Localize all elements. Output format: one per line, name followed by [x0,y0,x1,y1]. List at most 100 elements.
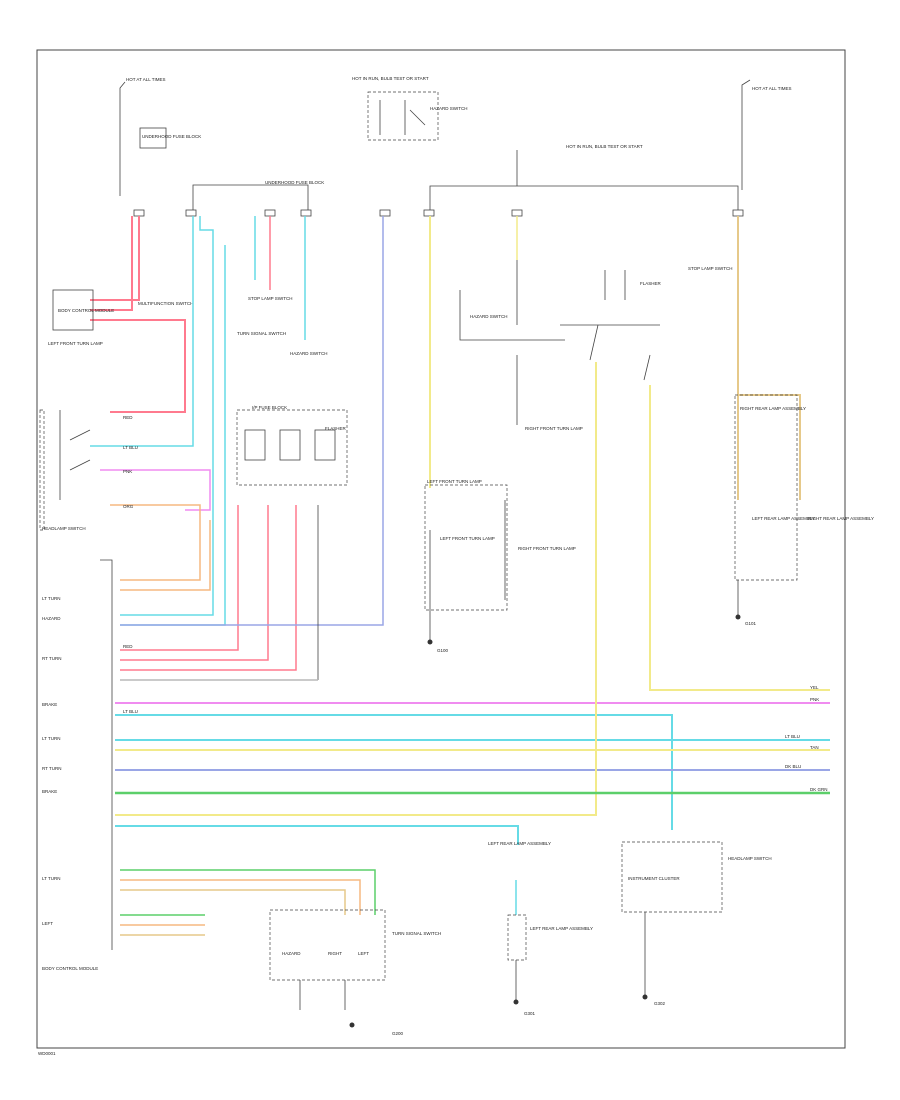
stop-lamp-label: STOP LAMP SWITCH [248,296,293,301]
left-switch [39,409,91,531]
bottom-tan-wire [120,889,346,915]
right-rear-lamp-assembly: RIGHT REAR LAMP ASSEMBLY LEFT REAR LAMP … [734,394,874,626]
lt-blu-wire-2 [120,216,214,616]
turn-switch-label: TURN SIGNAL SWITCH [392,931,441,936]
lt-blu-label-2: LT BLU [123,709,138,714]
bcm-pin-rt-turn: RT TURN [42,656,62,661]
bottom-orange-wire [120,879,361,915]
turn-switch-hazard: HAZARD [282,951,301,956]
center-relay: HAZARD SWITCH FLASHER STOP LAMP SWITCH [459,266,733,381]
ip-fuse-block: I/P FUSE BLOCK FLASHER [236,405,348,486]
stop-lamp-label-2: STOP LAMP SWITCH [688,266,733,271]
yellow-wire-right [649,385,830,691]
left-front-lamp-desc: LEFT FRONT TURN LAMP [440,536,495,541]
bottom-center-lamp: LEFT REAR LAMP ASSEMBLY LEFT REAR LAMP A… [488,841,593,1016]
hazard-label: HAZARD SWITCH [290,351,328,356]
pink-wire-1 [100,469,211,511]
body-control-module: HEADLAMP SWITCH LT TURN HAZARD RT TURN B… [42,526,113,971]
ground-g100-label: G100 [437,648,449,653]
ground-g200-label: G200 [392,1031,404,1036]
rear-lamp-inner-1: LEFT REAR LAMP ASSEMBLY [752,516,815,521]
lt-blu-label-3: LT BLU [785,734,800,739]
hot-at-all-times-label: HOT AT ALL TIMES [126,77,166,82]
ground-g101-label: G101 [745,621,757,626]
right-front-lamp-desc: RIGHT FRONT TURN LAMP [518,546,576,551]
lt-blu-wire-8 [115,825,519,845]
rear-lamp-inner-2: RIGHT REAR LAMP ASSEMBLY [808,516,874,521]
lt-blu-wire-1 [90,216,194,447]
left-module: BODY CONTROL MODULE MULTIFUNCTION SWITCH… [48,289,193,346]
top-bus-bar [192,184,309,210]
turn-signal-label: TURN SIGNAL SWITCH [237,331,286,336]
bottom-green-wire [120,869,376,915]
fuse-row [133,209,744,217]
ground-g302-label: G302 [654,1001,666,1006]
orange-label: ORG [123,504,134,509]
green-label: DK GRN [810,787,828,792]
yellow-label-1: YEL [810,685,819,690]
bottom-center-header: LEFT REAR LAMP ASSEMBLY [488,841,551,846]
bottom-right-module-label: INSTRUMENT CLUSTER [628,876,680,881]
center-hot-label: HOT IN RUN, BULB TEST OR START [566,144,643,149]
red-wire-2 [90,216,133,311]
hot-at-all-times-header: HOT AT ALL TIMES UNDERHOOD FUSE BLOCK [119,77,201,196]
orange-wire-1 [110,504,201,581]
left-module-pin-label: MULTIFUNCTION SWITCH [138,301,193,306]
pink-label-2: PNK [810,697,819,702]
left-module-desc: LEFT FRONT TURN LAMP [48,341,103,346]
bcm-header-label: HEADLAMP SWITCH [42,526,86,531]
left-module-label: BODY CONTROL MODULE [58,308,114,313]
flasher-label-2: FLASHER [640,281,662,286]
left-front-lamp-assembly: LEFT FRONT TURN LAMP LEFT FRONT TURN LAM… [424,479,576,653]
red-wire-5 [120,505,239,651]
bottom-center-desc: LEFT REAR LAMP ASSEMBLY [530,926,593,931]
bcm-pin-rt-turn-2: RT TURN [42,766,62,771]
center-lower-label: RIGHT FRONT TURN LAMP [525,426,583,431]
ip-fuse-block-label: I/P FUSE BLOCK [252,405,287,410]
red-wire-label: RED [123,415,133,420]
turn-switch-left: LEFT [358,951,369,956]
right-rear-lamp-label: RIGHT REAR LAMP ASSEMBLY [740,406,806,411]
blue-wire-vertical [120,216,384,626]
bcm-pin-lt-turn: LT TURN [42,596,61,601]
bcm-pin-left: LEFT [42,921,53,926]
yellow-label-2: TAN [810,745,819,750]
blue-label: DK BLU [785,764,801,769]
left-front-lamp-label: LEFT FRONT TURN LAMP [427,479,482,484]
red-wire-6 [120,505,269,661]
right-hot-label: HOT AT ALL TIMES [752,86,792,91]
bcm-pin-brake-2: BRAKE [42,789,57,794]
right-top-bus [429,185,739,210]
diagram-frame [36,49,846,1049]
bottom-right-module: INSTRUMENT CLUSTER HEADLAMP SWITCH G302 [621,841,772,1006]
pink-label-1: PNK [123,469,132,474]
bcm-pin-lt-turn-3: LT TURN [42,876,61,881]
yellow-wire-down [115,362,597,816]
bcm-pin-hazard: HAZARD [42,616,61,621]
top-switch-label: HAZARD SWITCH [430,106,468,111]
ground-g301-label: G301 [524,1011,536,1016]
red-wire-group: RED RED [90,216,297,671]
lt-blu-label-1: LT BLU [123,445,138,450]
footer-id: WD0001 [38,1051,56,1056]
red-wire-1 [90,216,140,301]
hot-in-run-label: HOT IN RUN, BULB TEST OR START [352,76,429,81]
yellow-wire-rear [737,216,801,500]
red-wire-label-2: RED [123,644,133,649]
bcm-label: BODY CONTROL MODULE [42,966,98,971]
turn-switch-right: RIGHT [328,951,342,956]
bus-label: UNDERHOOD FUSE BLOCK [265,180,324,185]
ignition-switch: HOT IN RUN, BULB TEST OR START HAZARD SW… [352,76,468,141]
bcm-pin-lt-turn-2: LT TURN [42,736,61,741]
orange-wire-2 [120,520,211,591]
red-wire-3 [90,319,186,413]
fuse-block-label: UNDERHOOD FUSE BLOCK [142,134,201,139]
red-wire-7 [120,505,297,671]
bottom-right-desc: HEADLAMP SWITCH [728,856,772,861]
flasher-label: FLASHER [325,426,347,431]
lt-blu-wire-6 [115,714,673,830]
turn-signal-switch-bottom: TURN SIGNAL SWITCH HAZARD RIGHT LEFT G20… [269,909,441,1036]
center-switch-label: HAZARD SWITCH [470,314,508,319]
bcm-pin-brake: BRAKE [42,702,57,707]
